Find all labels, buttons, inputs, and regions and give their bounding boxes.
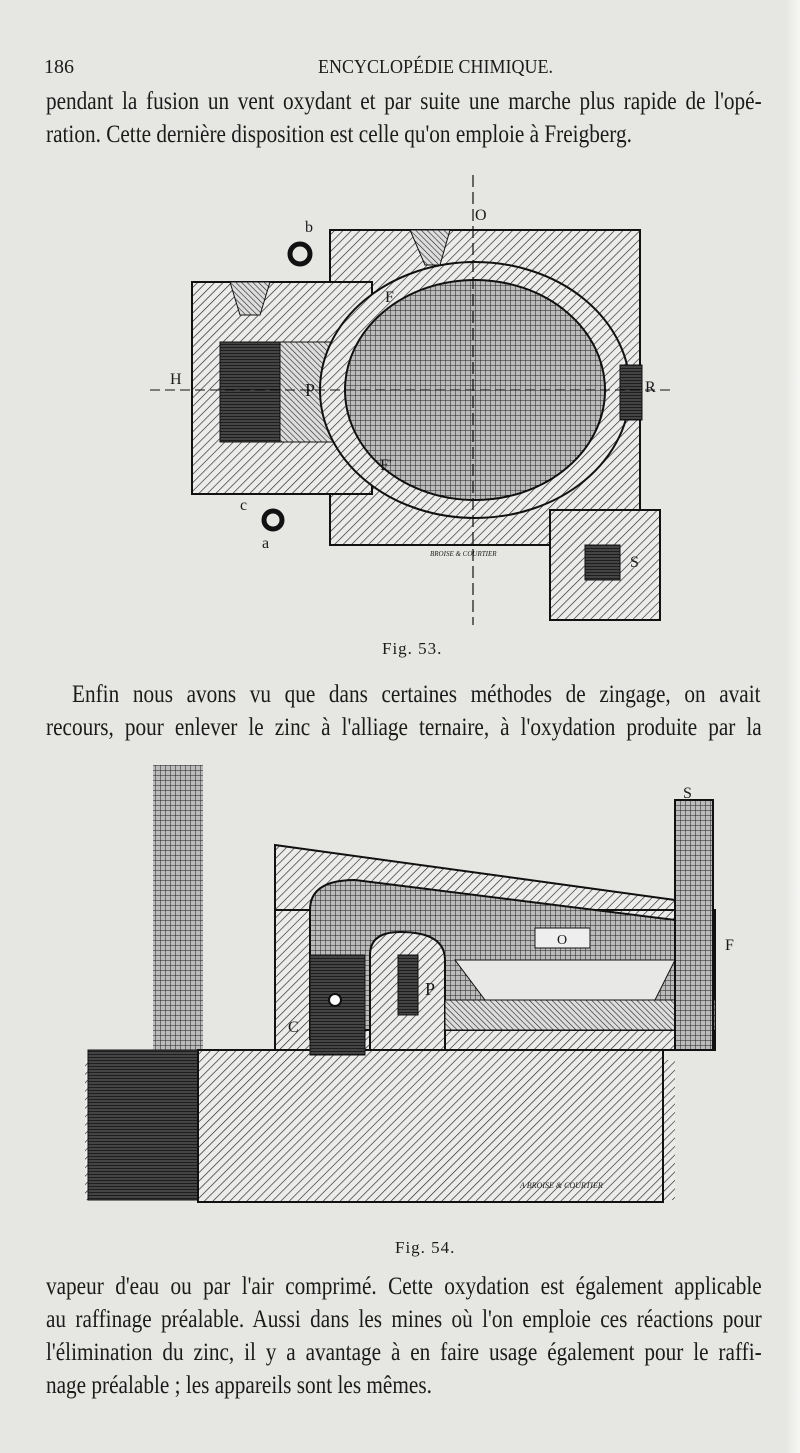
text-line: recours, pour enlever le zinc à l'alliag…	[46, 714, 762, 741]
brick-wall	[87, 1049, 199, 1201]
left-chimney	[153, 765, 203, 1050]
running-title: ENCYCLOPÉDIE CHIMIQUE.	[318, 56, 553, 78]
text-line: Enfin nous avons vu que dans certaines m…	[72, 681, 761, 708]
figure-53-furnace-plan: O b F H P R F' c a S BROISE & COURTIER	[150, 175, 670, 625]
engraver-credit: BROISE & COURTIER	[430, 550, 497, 558]
label-c: c	[240, 497, 247, 514]
label-p: P	[425, 979, 435, 999]
label-h: H	[170, 371, 182, 388]
grate	[219, 341, 281, 443]
tuyere-c	[261, 508, 285, 532]
label-o: O	[475, 207, 487, 224]
chimney-s	[674, 799, 714, 1051]
page-number: 186	[44, 56, 74, 78]
label-b: b	[305, 219, 313, 236]
figure-54-furnace-section: S O P C F A BROISE & COURTIER	[85, 765, 734, 1203]
label-f: F	[385, 289, 394, 306]
label-f: F	[725, 937, 734, 954]
label-p: P	[305, 380, 315, 400]
page-edge-shadow	[786, 0, 800, 1453]
figure-53-caption: Fig. 53.	[382, 639, 443, 658]
label-a: a	[262, 535, 269, 552]
label-f-prime: F'	[380, 457, 392, 474]
text-line: au raffinage préalable. Aussi dans les m…	[46, 1306, 762, 1333]
text-line: ration. Cette dernière disposition est c…	[46, 121, 632, 148]
engraver-credit: A BROISE & COURTIER	[519, 1181, 603, 1190]
text-line: nage préalable ; les appareils sont les …	[46, 1372, 432, 1399]
label-s: S	[630, 554, 639, 571]
bath	[454, 959, 676, 1001]
foundation	[197, 1049, 664, 1203]
label-r: R	[645, 379, 656, 396]
tuyere-b	[287, 241, 313, 267]
label-c: C	[288, 1019, 299, 1036]
text-line: vapeur d'eau ou par l'air comprimé. Cett…	[46, 1273, 762, 1300]
figure-54-caption: Fig. 54.	[395, 1238, 456, 1257]
label-s: S	[683, 785, 692, 802]
text-line: pendant la fusion un vent oxydant et par…	[46, 88, 762, 115]
label-o: O	[557, 933, 567, 948]
text-line: l'élimination du zinc, il y a avantage à…	[46, 1339, 762, 1366]
